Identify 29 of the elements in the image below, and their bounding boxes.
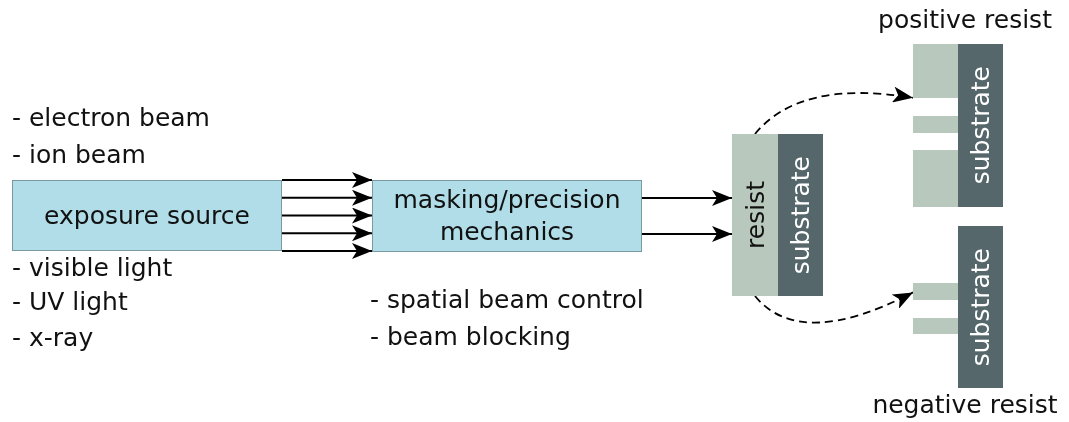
node-label: exposure source: [44, 199, 250, 232]
list-item: - beam blocking: [370, 322, 571, 351]
list-item: - UV light: [12, 287, 128, 316]
heading-text: negative resist: [871, 391, 1059, 419]
list-item: - spatial beam control: [370, 285, 644, 314]
arrow: [281, 207, 373, 224]
node-label: masking/precision mechanics: [392, 184, 622, 248]
process-box: [372, 180, 642, 252]
arrow: [754, 87, 914, 135]
process-box: [12, 180, 282, 251]
layer-label: resist: [740, 181, 770, 249]
arrow: [281, 172, 373, 188]
arrow: [281, 225, 373, 242]
arrow: [641, 190, 733, 206]
arrow: [754, 291, 914, 324]
layer-label: substrate: [786, 155, 815, 275]
list-item: - x-ray: [12, 323, 94, 352]
substrate-layer: [778, 134, 823, 296]
list-item: - ion beam: [12, 140, 146, 169]
arrow: [281, 243, 373, 259]
list-item: - visible light: [12, 253, 173, 282]
arrow: [281, 189, 373, 206]
heading-text: positive resist: [877, 6, 1053, 34]
layer-label: substrate: [966, 66, 995, 185]
arrow: [641, 226, 733, 242]
layer-label: substrate: [966, 247, 995, 367]
list-item: - electron beam: [12, 103, 210, 132]
substrate-layer: [958, 226, 1003, 388]
resist-layer: [732, 134, 778, 296]
